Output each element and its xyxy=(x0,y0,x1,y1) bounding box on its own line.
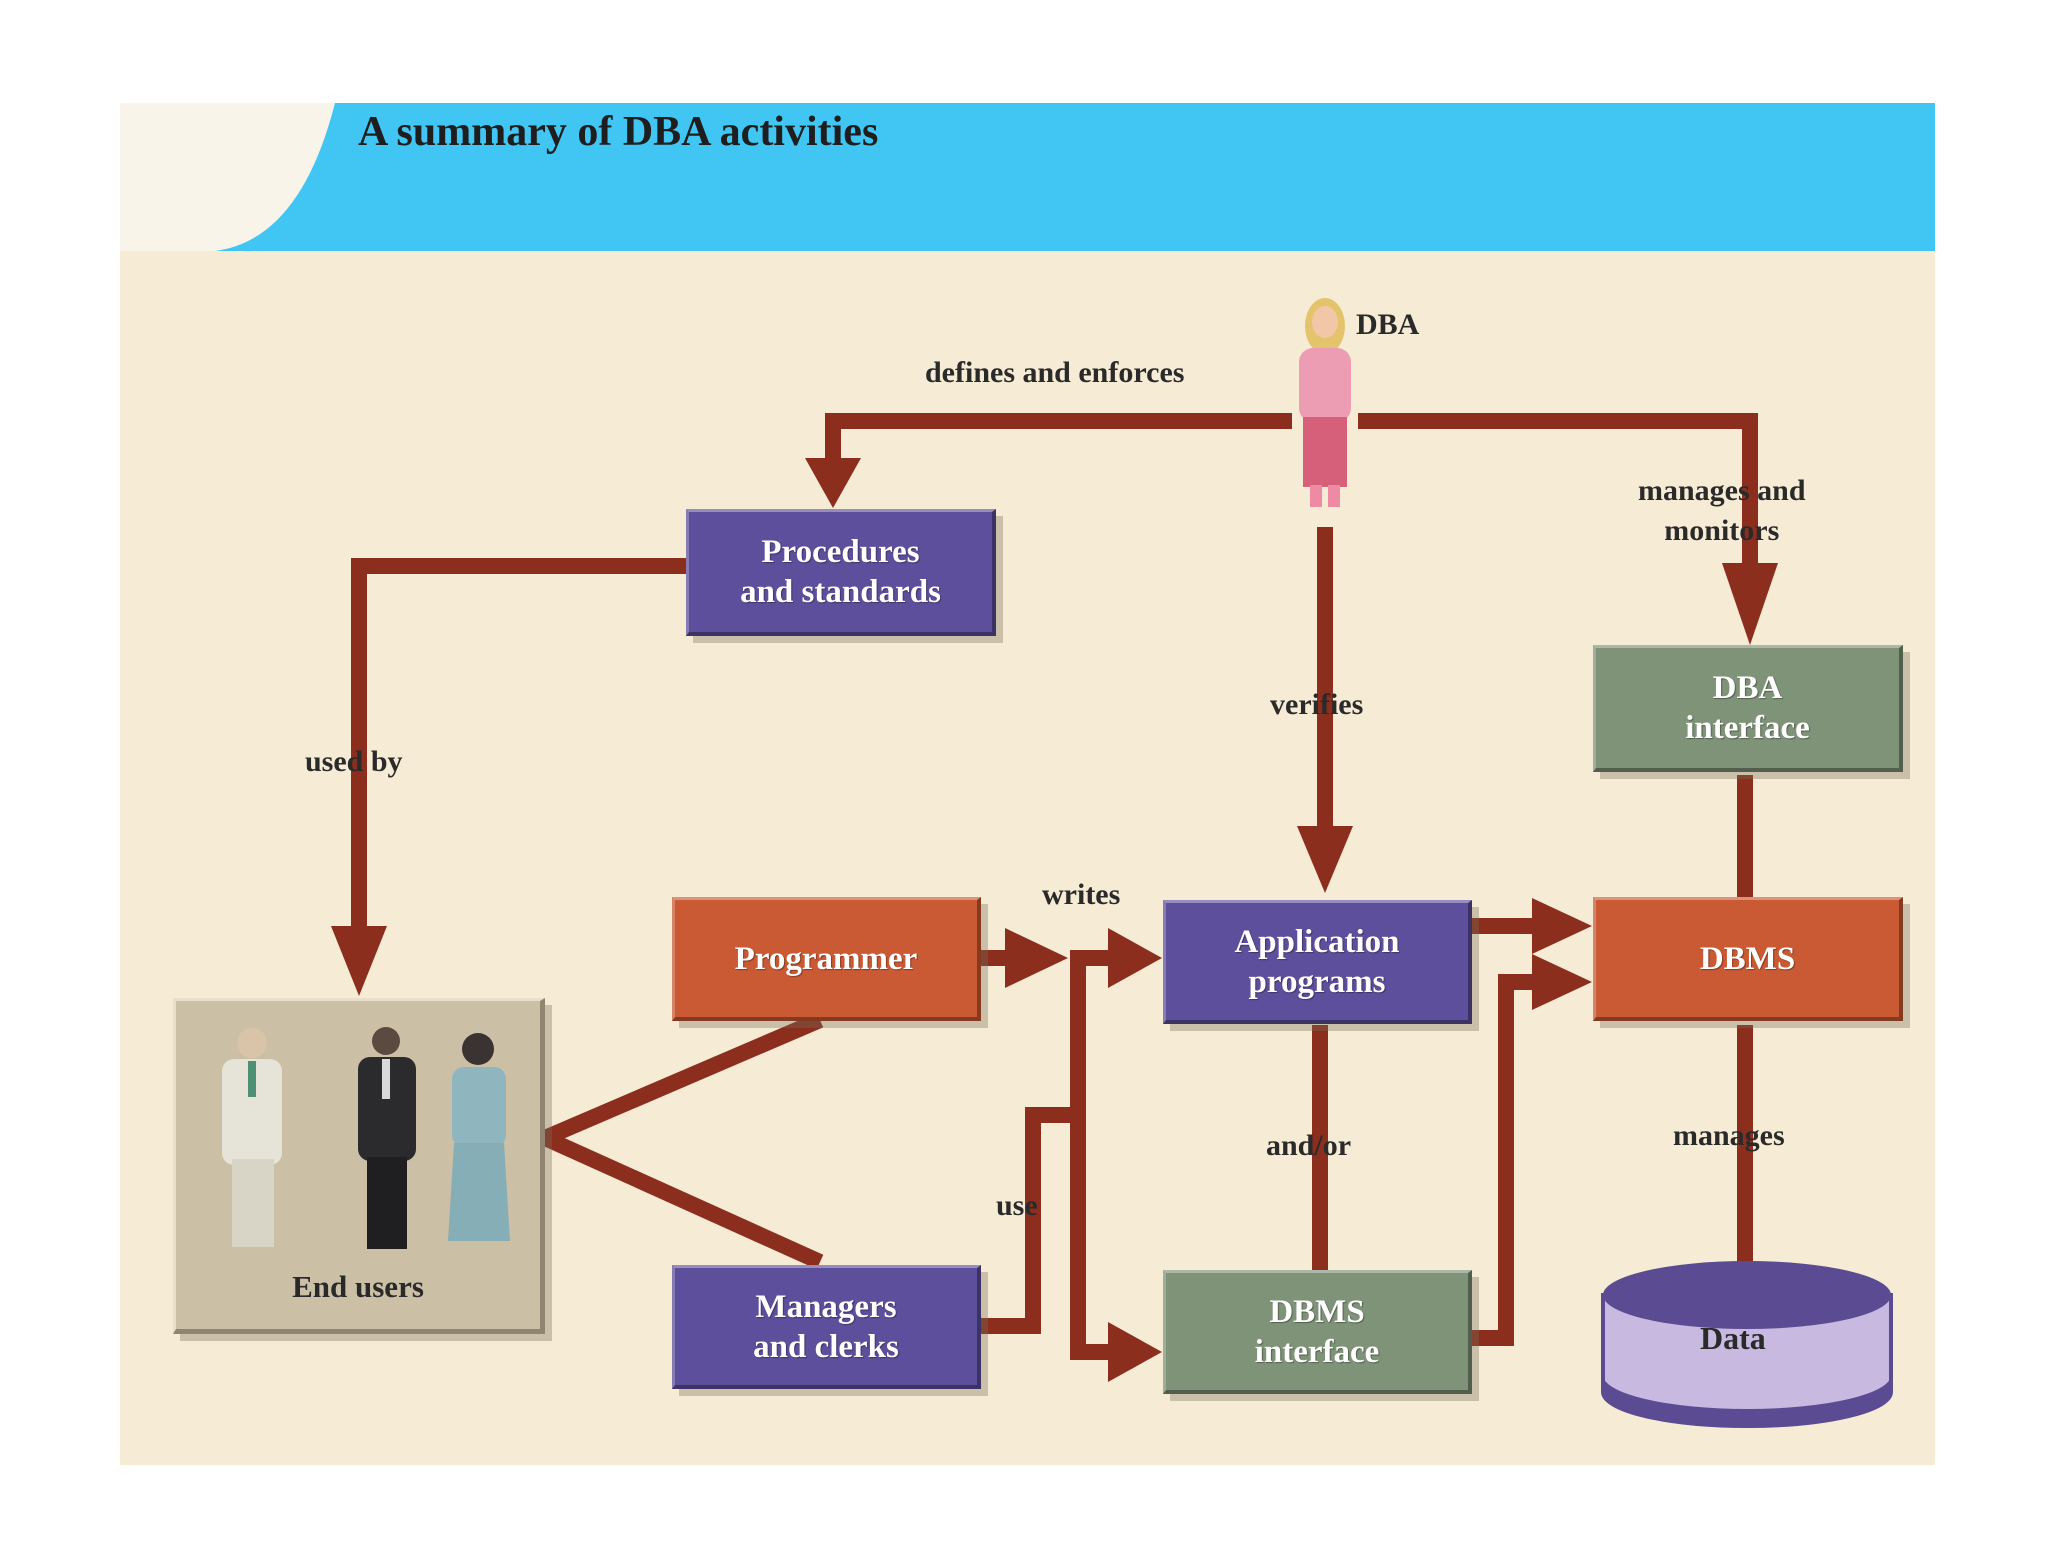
person3-head xyxy=(462,1033,494,1065)
end-users-box: End users xyxy=(173,998,545,1334)
label-defines-and-enforces: defines and enforces xyxy=(925,356,1185,389)
person2-jacket xyxy=(358,1057,416,1161)
arrow-layer xyxy=(351,413,1758,1360)
label-dba: DBA xyxy=(1356,308,1420,341)
banner-corner-curve xyxy=(120,103,335,251)
managers-label: Managers and clerks xyxy=(753,1288,899,1365)
bus-upper xyxy=(1070,950,1120,1360)
label-writes: writes xyxy=(1042,878,1121,911)
arrowhead-app-input xyxy=(1108,928,1162,988)
arrow-interface-dbms xyxy=(1472,974,1540,1346)
label-manages: manages xyxy=(1673,1119,1785,1152)
application-programs-label: Application programs xyxy=(1234,923,1400,1000)
person-dark-suit-icon xyxy=(358,1027,416,1249)
arrowhead-procedures xyxy=(805,458,861,508)
arrowhead-dbms-top xyxy=(1532,898,1592,954)
arrow-dba-procedures xyxy=(825,413,1292,463)
data-label: Data xyxy=(1700,1320,1766,1356)
end-users-figures-icon xyxy=(222,1027,510,1249)
person1-jacket xyxy=(222,1059,282,1165)
cylinder-top xyxy=(1603,1261,1891,1329)
label-use: use xyxy=(996,1189,1038,1222)
end-users-label: End users xyxy=(292,1269,424,1304)
person1-tie xyxy=(248,1061,256,1097)
person2-head xyxy=(372,1027,400,1055)
label-and-or: and/or xyxy=(1266,1129,1352,1162)
dba-interface-label: DBA interface xyxy=(1685,670,1810,746)
managers-box: Managers and clerks xyxy=(672,1265,981,1389)
dba-interface-box: DBA interface xyxy=(1593,645,1903,772)
arrow-used-by xyxy=(351,558,686,930)
dba-head xyxy=(1312,306,1338,338)
arrowhead-end-users xyxy=(331,926,387,996)
arrowhead-dbms-interface xyxy=(1108,1322,1162,1382)
person1-trousers xyxy=(232,1159,274,1247)
dbms-box: DBMS xyxy=(1593,897,1903,1021)
person-light-suit-icon xyxy=(222,1028,282,1247)
programmer-label: Programmer xyxy=(734,940,918,977)
cylinder-bottom-band xyxy=(1603,1375,1891,1426)
arrow-use xyxy=(981,1107,1078,1334)
dba-figure-icon xyxy=(1299,298,1351,507)
programmer-box: Programmer xyxy=(672,897,981,1021)
person3-blouse xyxy=(452,1067,506,1147)
title-banner xyxy=(120,103,1935,251)
data-cylinder xyxy=(1601,1261,1893,1428)
arrowhead-dbms-bottom xyxy=(1532,954,1592,1010)
dba-leg-left xyxy=(1310,485,1322,507)
label-verifies: verifies xyxy=(1270,688,1364,721)
dbms-interface-label: DBMS interface xyxy=(1254,1293,1380,1370)
procedures-label: Procedures and standards xyxy=(740,534,941,610)
person3-skirt xyxy=(448,1143,510,1241)
arrowhead-layer xyxy=(331,458,1778,1382)
application-programs-box: Application programs xyxy=(1163,900,1472,1024)
arrowhead-writes xyxy=(1005,928,1068,988)
dbms-interface-box: DBMS interface xyxy=(1163,1270,1472,1394)
arrowhead-app-programs xyxy=(1297,826,1353,893)
dba-skirt xyxy=(1303,417,1347,487)
dba-torso xyxy=(1299,348,1351,422)
arrow-dba-interface xyxy=(1358,413,1758,568)
procedures-box: Procedures and standards xyxy=(686,509,996,636)
person2-trousers xyxy=(367,1157,407,1249)
arrowhead-dba-interface xyxy=(1722,563,1778,645)
diagram-title: A summary of DBA activities xyxy=(358,109,879,155)
person1-head xyxy=(237,1028,267,1058)
person2-shirt xyxy=(382,1059,390,1099)
dbms-label: DBMS xyxy=(1699,940,1796,977)
connector-endusers-programmer xyxy=(541,1012,824,1146)
person-blue-dress-icon xyxy=(448,1033,510,1241)
connector-endusers-managers xyxy=(541,1130,824,1270)
label-manages-and-monitors: manages and monitors xyxy=(1638,474,1806,547)
dba-leg-right xyxy=(1328,485,1340,507)
label-used-by: used by xyxy=(305,745,403,778)
